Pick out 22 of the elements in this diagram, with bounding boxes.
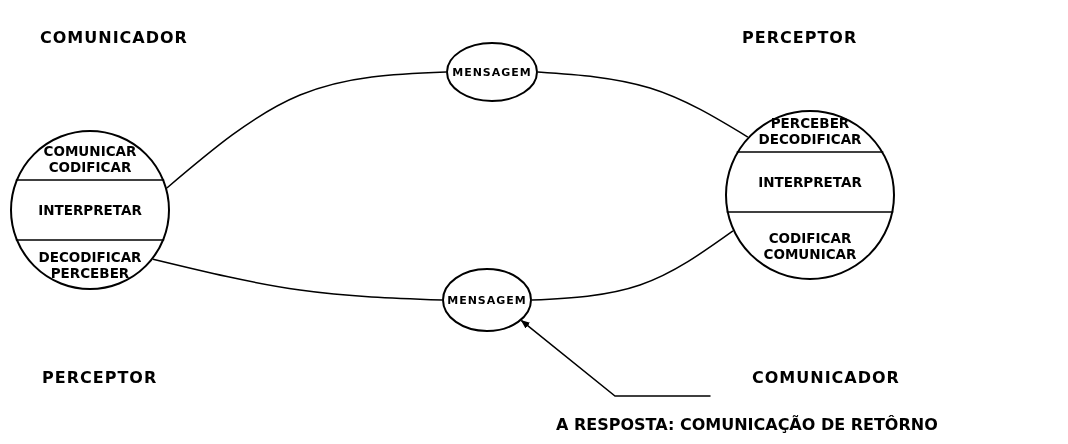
message-ellipse [442,268,532,332]
role-label: PERCEPTOR [42,368,158,387]
message-label: MENSAGEM [447,293,527,307]
role-label: COMUNICADOR [40,28,188,47]
connector-line [537,71,749,138]
connector-line [152,258,443,301]
role-label: COMUNICADOR [752,368,900,387]
connector-line [166,71,447,189]
band-label: COMUNICAR CODIFICAR [42,142,138,176]
band-label: INTERPRETAR [38,201,142,219]
band-label: PERCEBER DECODIFICAR [757,114,863,148]
band-label: CODIFICAR COMUNICAR [762,229,858,263]
divided-circle [10,130,170,290]
divided-circle [725,110,895,280]
band-label: INTERPRETAR [758,173,862,191]
role-label: PERCEPTOR [742,28,858,47]
response-label: A RESPOSTA: COMUNICAÇÃO DE RETÔRNO [556,415,938,434]
message-ellipse [446,42,538,102]
band-label: DECODIFICAR PERCEBER [37,248,143,282]
message-label: MENSAGEM [452,65,532,79]
leader-line [520,319,712,397]
connector-line [531,230,734,301]
